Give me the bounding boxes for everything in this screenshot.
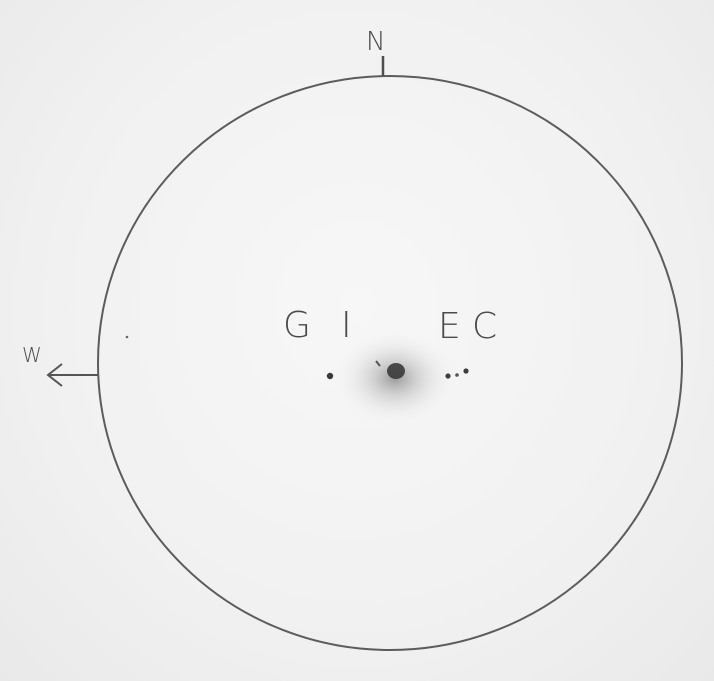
galaxy-core: [387, 363, 405, 379]
label-g: G: [283, 305, 311, 346]
label-c: C: [472, 306, 497, 347]
star-g: [326, 372, 334, 380]
label-e: E: [438, 306, 461, 347]
star-e-2: [455, 373, 459, 377]
core-mark: [375, 360, 381, 367]
west-arrow: [46, 363, 98, 387]
star-e-1: [445, 373, 451, 379]
west-label: W: [22, 343, 42, 367]
star-faint-west: [125, 335, 129, 339]
label-i: I: [341, 305, 352, 346]
field-of-view-circle: [97, 75, 683, 651]
north-label: N: [366, 27, 385, 57]
star-c: [463, 368, 469, 374]
